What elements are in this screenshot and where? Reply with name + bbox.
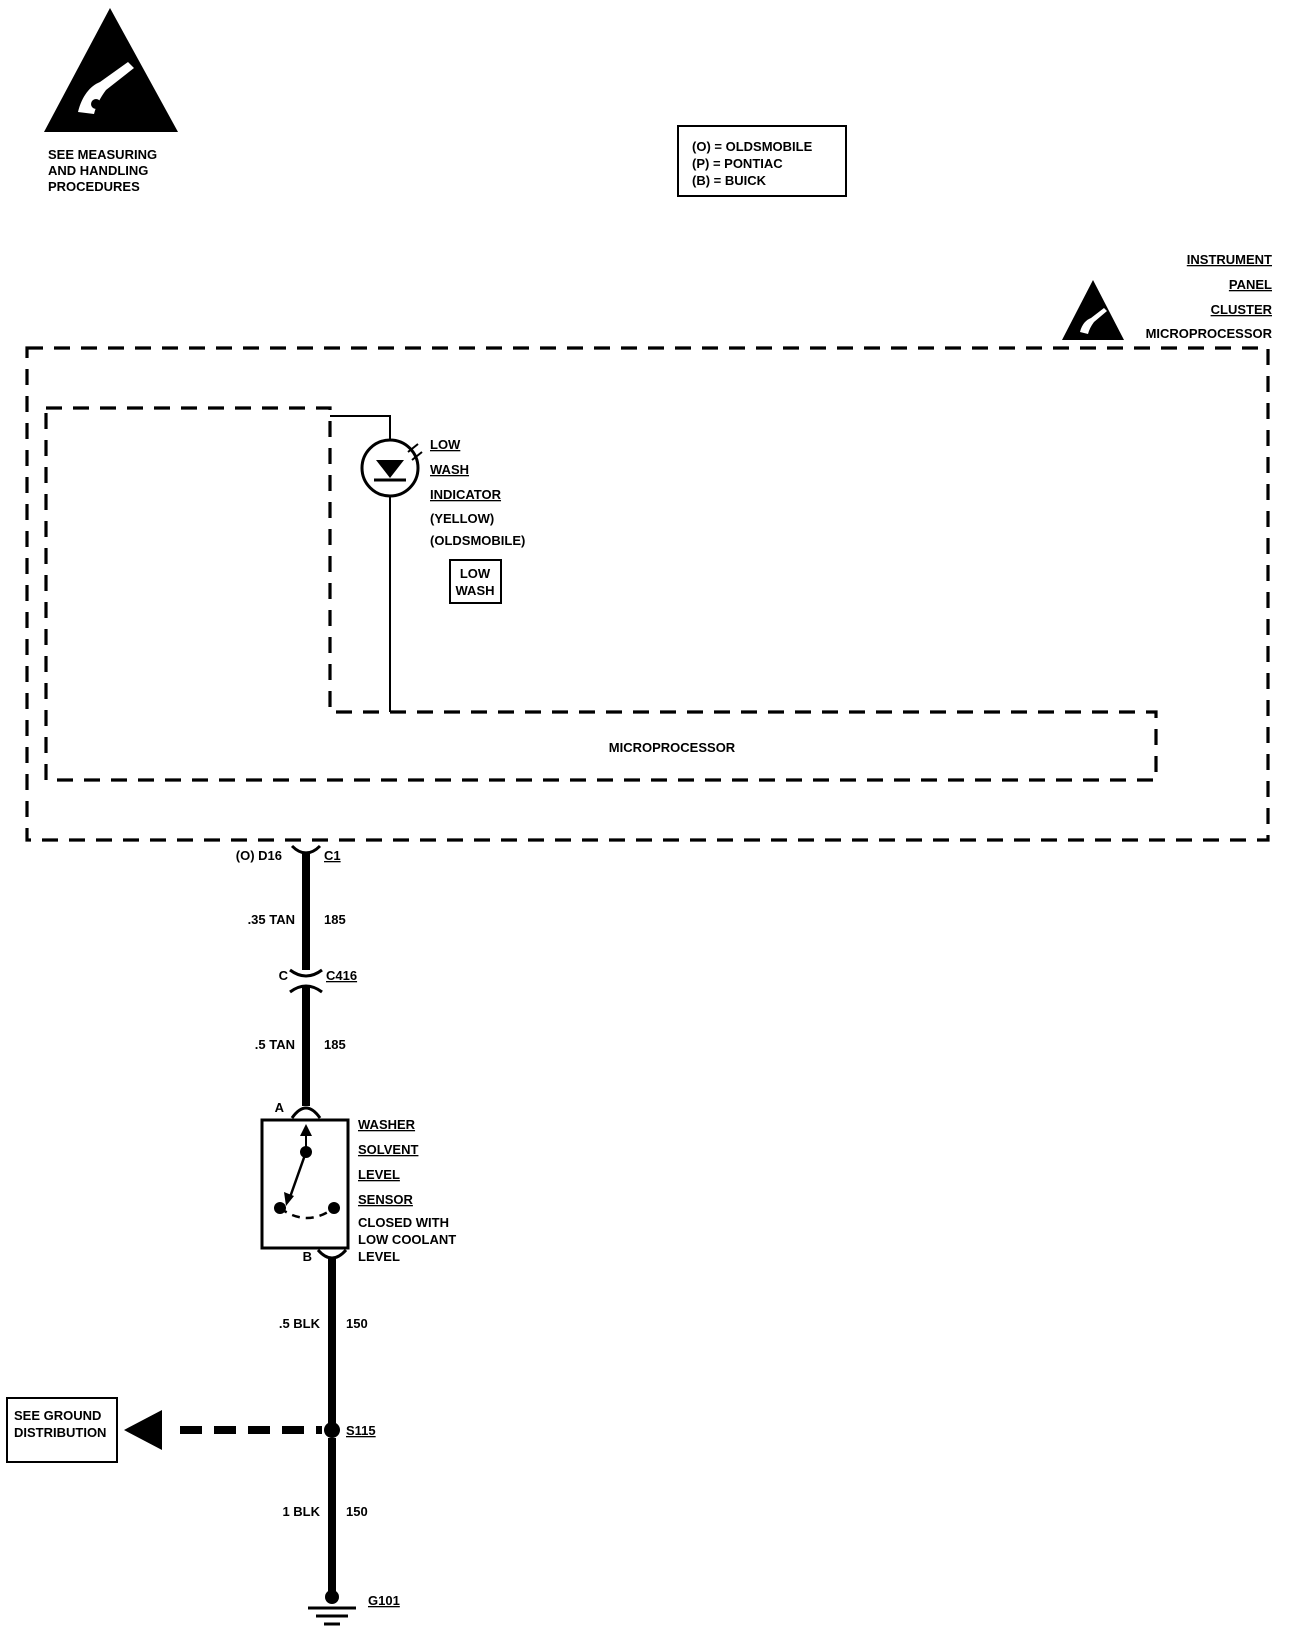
indicator-name-line-1: LOW [430, 437, 461, 452]
ground-reference-line-1: SEE GROUND [14, 1408, 101, 1423]
sensor-name-line-3: LEVEL [358, 1167, 400, 1182]
c416-connector-upper-symbol [289, 968, 323, 978]
ground-g101-label: G101 [368, 1593, 400, 1608]
ground-reference-arrow-icon [124, 1410, 162, 1450]
indicator-feed-wire [330, 415, 391, 440]
c1-pin-label: (O) D16 [236, 848, 282, 863]
sensor-pin-b-symbol [316, 1248, 348, 1260]
wire-1-circuit: 185 [324, 912, 346, 927]
sensor-name-line-2: SOLVENT [358, 1142, 418, 1157]
wire-2-circuit: 185 [324, 1037, 346, 1052]
esd-notice-line-1: SEE MEASURING [48, 147, 157, 162]
wire-1-gauge-color: .35 TAN [248, 912, 295, 927]
sensor-note-line-3: LEVEL [358, 1249, 400, 1264]
c416-pin-label: C [279, 968, 289, 983]
sensor-note-line-2: LOW COOLANT [358, 1232, 456, 1247]
low-wash-display-line-2: WASH [456, 583, 495, 598]
legend-box [677, 125, 847, 197]
sensor-pin-a-symbol [290, 1106, 322, 1119]
ground-symbol-icon [308, 1590, 356, 1626]
splice-s115-label: S115 [346, 1423, 376, 1438]
indicator-color: (YELLOW) [430, 511, 494, 526]
sensor-name-line-1: WASHER [358, 1117, 416, 1132]
wire-2-gauge-color: .5 TAN [255, 1037, 295, 1052]
c1-connector-name: C1 [324, 848, 341, 863]
esd-notice-line-2: AND HANDLING [48, 163, 148, 178]
sensor-name-line-4: SENSOR [358, 1192, 414, 1207]
wire-3-gauge-color: .5 BLK [279, 1316, 321, 1331]
c416-connector-name: C416 [326, 968, 357, 983]
led-indicator-icon [360, 438, 423, 498]
wire-4-gauge-color: 1 BLK [282, 1504, 320, 1519]
sensor-pin-b-label: B [303, 1249, 312, 1264]
legend-buick: (B) = BUICK [692, 173, 767, 188]
low-wash-display-box [449, 559, 502, 604]
wire-3-circuit: 150 [346, 1316, 368, 1331]
wire-4-circuit: 150 [346, 1504, 368, 1519]
indicator-make: (OLDSMOBILE) [430, 533, 525, 548]
legend-oldsmobile: (O) = OLDSMOBILE [692, 139, 813, 154]
cluster-title-line-1: INSTRUMENT [1187, 252, 1272, 267]
cluster-title-line-4: MICROPROCESSOR [1146, 326, 1273, 341]
c1-connector-symbol [290, 844, 322, 855]
ground-reference-line-2: DISTRIBUTION [14, 1425, 106, 1440]
sensor-switch-icon [274, 1124, 340, 1220]
sensor-pin-a-label: A [275, 1100, 285, 1115]
sensor-note-line-1: CLOSED WITH [358, 1215, 449, 1230]
esd-small-warning-icon [1062, 280, 1124, 340]
cluster-title-line-3: CLUSTER [1211, 302, 1273, 317]
low-wash-display-line-1: LOW [460, 566, 491, 581]
see-ground-distribution-box[interactable] [6, 1397, 118, 1463]
indicator-name-line-2: WASH [430, 462, 469, 477]
cluster-title-line-2: PANEL [1229, 277, 1272, 292]
legend-pontiac: (P) = PONTIAC [692, 156, 783, 171]
instrument-panel-cluster-box [25, 346, 1270, 842]
esd-notice-line-3: PROCEDURES [48, 179, 140, 194]
microprocessor-box [44, 406, 1158, 782]
indicator-name-line-3: INDICATOR [430, 487, 502, 502]
esd-warning-icon [44, 8, 178, 132]
splice-s115-dot [324, 1422, 340, 1438]
microprocessor-label: MICROPROCESSOR [609, 740, 736, 755]
